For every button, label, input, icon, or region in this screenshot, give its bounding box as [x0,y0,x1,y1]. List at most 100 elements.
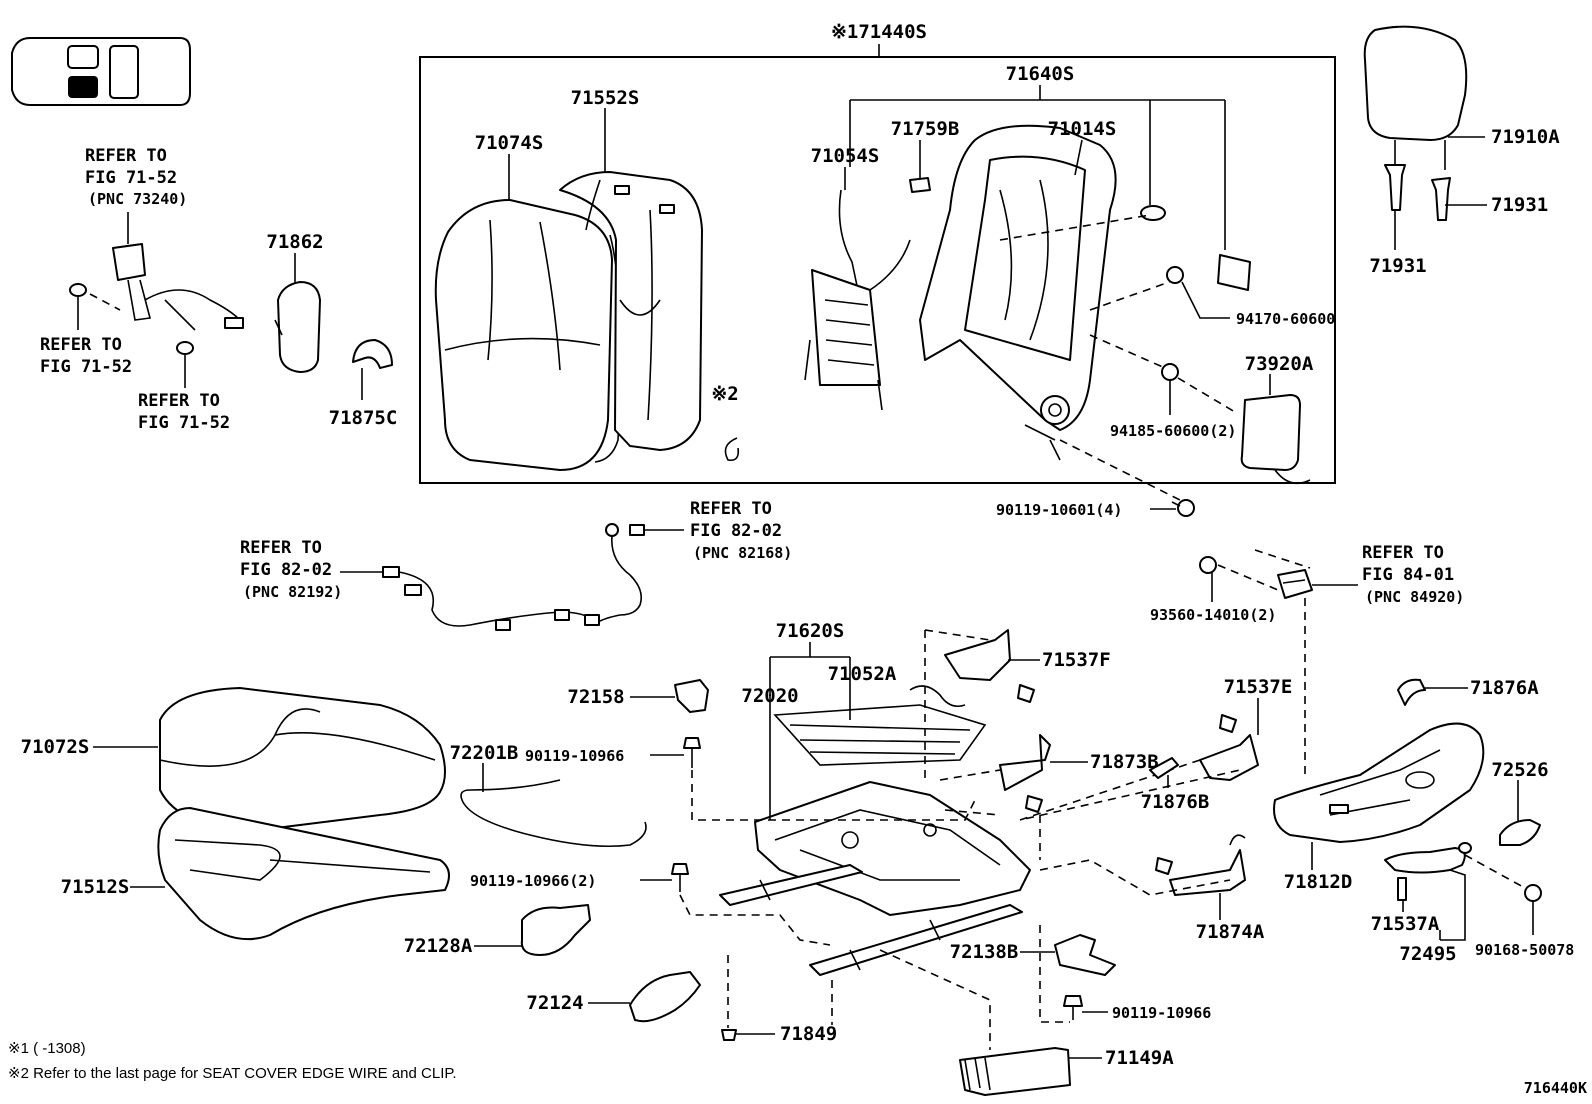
label-71014S: 71014S [1048,118,1117,140]
label-72526: 72526 [1491,759,1548,781]
label-71537F: 71537F [1042,649,1111,671]
seat-heater-harness-82168 [584,523,645,626]
screw-71874A [1155,857,1173,875]
ref-6-line1: REFER TO [1362,543,1444,563]
bracket-71873B [999,734,1051,791]
edge-clip [724,437,740,462]
screw-71873B [1025,795,1043,813]
ref-6-line2: FIG 84-01 [1362,565,1454,585]
footnote-1: ※1 ( -1308) [8,1040,86,1057]
ref-4-line2: FIG 82-02 [690,521,782,541]
label-72138B: 72138B [950,941,1019,963]
ref-4-line1: REFER TO [690,499,772,519]
headrest-71910A [1363,25,1468,170]
label-73920A: 73920A [1245,353,1314,375]
ref-4-line3: (PNC 82168) [693,544,792,562]
cover-71149A [959,1047,1071,1096]
label-71149A: 71149A [1105,1047,1174,1069]
label-71074S: 71074S [475,132,544,154]
lever-knob [1217,254,1251,291]
label-94170-60600: 94170-60600 [1236,310,1335,328]
seatbelt-buckle [69,243,244,355]
lumbar-support-71054S [804,189,911,411]
bolt-90119-10966-upper [683,737,701,768]
label-71873B: 71873B [1090,751,1159,773]
cover-72124 [629,971,701,1023]
screw-93560 [1199,556,1217,574]
label-90168-50078: 90168-50078 [1475,941,1574,959]
label-90119-10966-upper: 90119-10966 [525,747,624,765]
screw-71537F [1017,684,1035,703]
spring-mat-71052A [773,685,987,766]
ref-5-line1: REFER TO [240,538,322,558]
seat-cushion-cover-71072S [159,687,446,831]
nut-94170 [1166,266,1184,284]
ref-6-line3: (PNC 84920) [1365,588,1464,606]
ref-1-line3: (PNC 73240) [88,190,187,208]
label-71052A: 71052A [828,663,897,685]
trim-71862 [274,281,321,373]
bracket-72138B [1054,934,1116,976]
label-71537E: 71537E [1224,676,1293,698]
side-airbag-73920A [1240,394,1311,485]
bracket-71874A [1169,849,1246,896]
bracket-71537F [944,629,1011,681]
label-71876A: 71876A [1470,677,1539,699]
headrest-support-71931-left [1384,164,1406,211]
label-71931-right: 71931 [1491,194,1548,216]
bracket-71537E [1199,734,1259,781]
seat-heater-harness-82192 [382,566,591,631]
bolt-90119-10966-bottom [1063,995,1083,1020]
label-71812D: 71812D [1284,871,1353,893]
label-72020: 72020 [741,685,798,707]
seatback-assembly-box [419,56,1336,484]
trim-71876A [1397,678,1426,706]
clip-71759B [909,177,931,193]
knob-72526 [1499,819,1541,846]
label-71537A: 71537A [1371,913,1440,935]
label-72128A: 72128A [404,935,473,957]
seatback-frame-71014S [919,124,1117,461]
seat-rails [719,864,1023,976]
label-71910A: 71910A [1491,126,1560,148]
ref-5-line3: (PNC 82192) [243,583,342,601]
label-71849: 71849 [780,1023,837,1045]
ref-2-line2: FIG 71-52 [40,357,132,377]
headrest-support-71931-right [1431,177,1451,221]
label-94185-60600: 94185-60600(2) [1110,422,1236,440]
callout-note-2: ※2 [711,383,738,405]
ref-2-line1: REFER TO [40,335,122,355]
label-72158: 72158 [567,686,624,708]
label-90119-10601: 90119-10601(4) [996,501,1122,519]
trim-71875C [352,339,393,369]
label-90119-10966-2: 90119-10966(2) [470,872,596,890]
figure-code: 716440K [1524,1079,1587,1097]
power-seat-switch-84920 [1277,569,1313,599]
side-shield-71812D [1273,722,1485,843]
ref-1-line2: FIG 71-52 [85,168,177,188]
label-71862: 71862 [266,231,323,253]
knob-72495 [1384,842,1472,874]
ref-3-line2: FIG 71-52 [138,413,230,433]
cover-72128A [520,904,591,956]
label-71876B: 71876B [1141,791,1210,813]
seatback-cover-71074S [434,199,622,471]
label-71875C: 71875C [329,407,398,429]
clip-71849 [721,1029,737,1041]
label-72495: 72495 [1399,943,1456,965]
ref-5-line2: FIG 82-02 [240,560,332,580]
label-71620S: 71620S [776,620,845,642]
label-71512S: 71512S [61,876,130,898]
bolt-90119-10601 [1171,499,1195,517]
seatback-pad-71552S [559,171,703,451]
label-71640S: 71640S [1006,63,1075,85]
screw-90168 [1524,884,1542,902]
bolt-90119-10966-lower [671,863,689,892]
pin-71537A [1397,877,1407,901]
label-71072S: 71072S [21,736,90,758]
label-72201B: 72201B [450,742,519,764]
label-71552S: 71552S [571,87,640,109]
nut-94185 [1161,363,1179,381]
